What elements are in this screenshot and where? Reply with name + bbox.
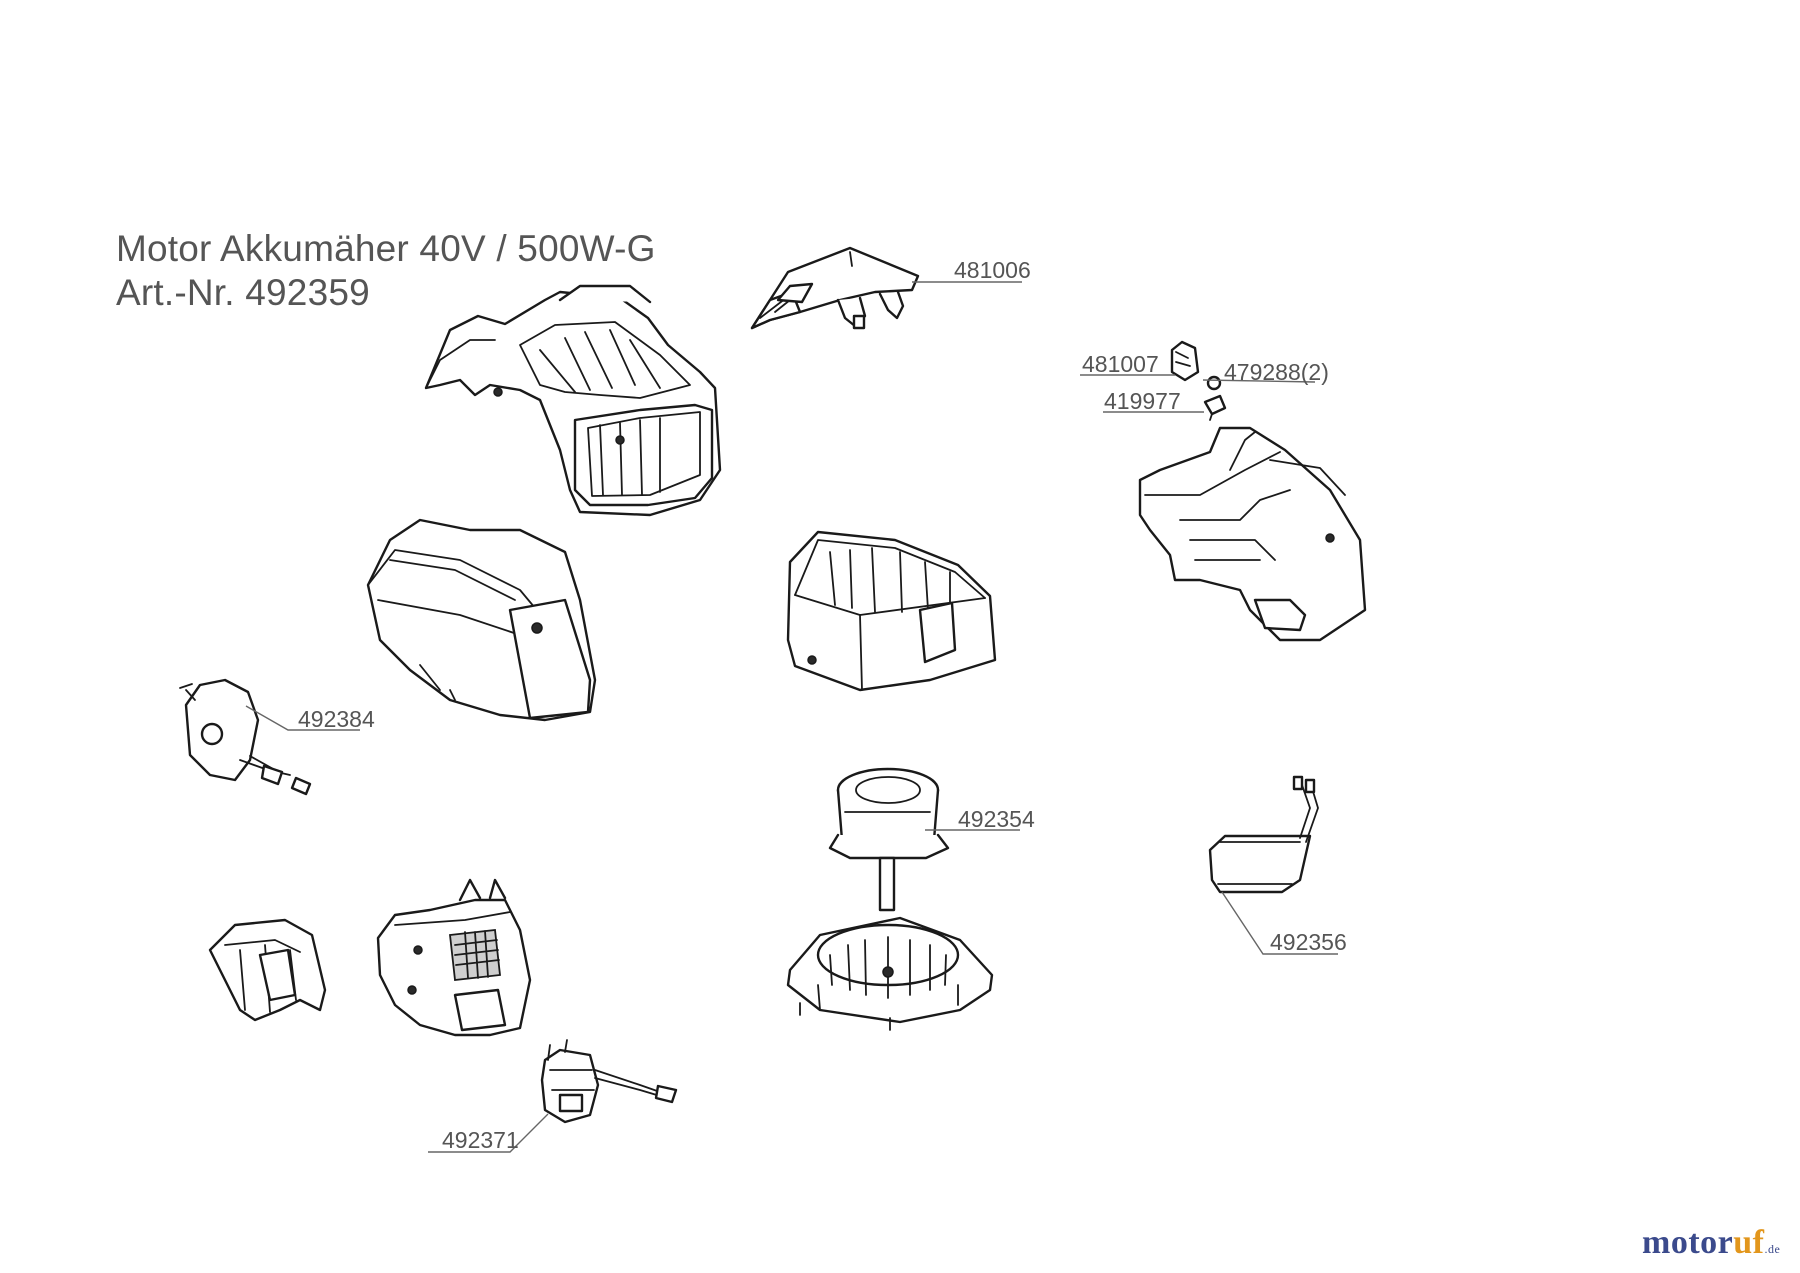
leader-492371 xyxy=(428,1113,549,1153)
part-label-481007: 481007 xyxy=(1082,351,1159,377)
article-number: Art.-Nr. 492359 xyxy=(116,272,370,313)
handle-cover-part xyxy=(750,246,920,330)
diagram-title: Motor Akkumäher 40V / 500W-G xyxy=(116,228,656,269)
battery-receptacle-part xyxy=(376,878,532,1037)
switch-knob-part xyxy=(179,678,312,796)
leader-479288 xyxy=(1202,379,1316,383)
part-label-492356: 492356 xyxy=(1270,929,1347,955)
part-label-479288: 479288(2) xyxy=(1224,359,1329,385)
middle-cover-part xyxy=(366,518,597,722)
motor-housing-part xyxy=(786,530,997,692)
motor-base-part xyxy=(786,916,994,1031)
part-label-492354: 492354 xyxy=(958,806,1035,832)
control-board-part xyxy=(1208,775,1319,894)
cable-bracket-part xyxy=(208,918,327,1022)
side-shell-part xyxy=(1138,426,1367,642)
motor-part xyxy=(828,767,950,912)
motoruf-logo: motoruf.de xyxy=(1642,1224,1781,1261)
part-label-492384: 492384 xyxy=(298,706,375,732)
part-label-492371: 492371 xyxy=(442,1127,519,1153)
top-shell-part xyxy=(424,284,722,517)
leader-492384 xyxy=(245,705,360,731)
leader-lines xyxy=(245,281,1338,1153)
part-label-481006: 481006 xyxy=(954,257,1031,283)
leader-492356 xyxy=(1221,891,1338,955)
connector-part xyxy=(540,1039,678,1124)
part-label-419977: 419977 xyxy=(1104,388,1181,414)
